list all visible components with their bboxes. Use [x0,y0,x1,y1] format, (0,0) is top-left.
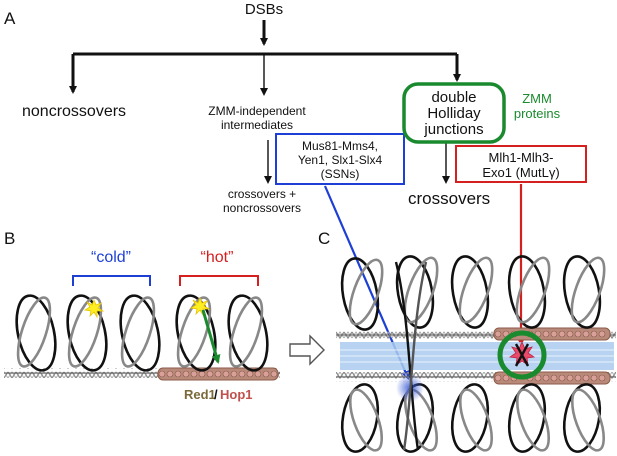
dsb-star-hot-icon [189,296,211,317]
ssn-line-1: Mus81-Mms4, [302,139,378,153]
chromatin-loops-c-upper [340,255,606,331]
red1-label: Red1 [184,387,216,402]
dhj-line-3: junctions [423,121,483,138]
dhj-box [402,82,506,144]
cold-bracket [72,275,151,286]
crossovers-label: crossovers [408,189,490,208]
cold-label: “cold” [91,249,131,266]
zmm-label: ZMM [522,91,552,106]
transition-arrow-icon [289,334,325,366]
dsbs-label: DSBs [245,1,283,18]
mid-outcome-line-1: crossovers + [228,187,296,201]
dhj-line-1: double [431,89,476,106]
dsb-to-axis-arrow [201,309,221,364]
panel-a-label: A [4,9,16,28]
zmm-crossover-ring [497,330,547,380]
ssn-box [275,133,405,185]
chromatin-loops-b [15,294,269,372]
mutl-line-1: Mlh1-Mlh3- [488,150,553,165]
dsb-star-cold-icon [83,298,105,319]
chromatin-loops-c-lower [340,383,606,453]
red1-hop1-slash: / [214,387,218,402]
zmm-independent-label: ZMM-independent [208,104,306,118]
crossover-strand-2 [402,261,428,451]
panel-c-label: C [318,229,330,248]
hot-label: “hot” [201,249,234,266]
intermediates-label: intermediates [221,118,293,132]
crossover-strand-1 [394,261,420,451]
junction-cross-icon [514,343,530,367]
hop1-label: Hop1 [220,387,253,402]
mutl-line-2: Exo1 (MutLγ) [482,165,559,180]
noncrossovers-label: noncrossovers [22,103,126,120]
ssn-line-2: Yen1, Slx1-Slx4 [298,153,383,167]
zmm-proteins-label: proteins [514,106,561,121]
hot-bracket [179,275,259,286]
dhj-line-2: Holliday [427,105,481,122]
tree-lines [69,20,461,184]
mid-outcome-line-2: noncrossovers [223,201,301,215]
mutl-box [455,145,587,183]
panel-b-label: B [4,229,15,248]
ssn-line-3: (SSNs) [321,167,360,181]
